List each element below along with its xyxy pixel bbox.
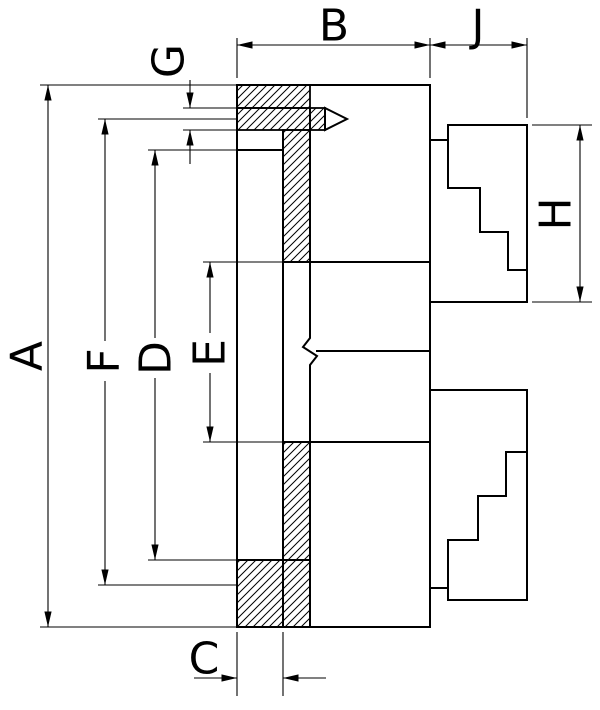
hatch-top-block [236, 84, 311, 109]
bottom-jaw-outline [430, 389, 528, 601]
ext-C [236, 632, 284, 696]
bottom-jaw-steps [447, 451, 527, 588]
label-backgrounds [86, 333, 228, 381]
label-bg-E [192, 333, 228, 373]
stud-tip [324, 106, 350, 132]
chuck-body [236, 84, 431, 628]
top-jaw-steps [447, 140, 527, 271]
label-C: C [189, 634, 220, 685]
ext-A [40, 84, 237, 628]
body-outer-rect [236, 84, 431, 628]
label-J: J [469, 1, 485, 52]
top-jaw [430, 124, 528, 303]
label-B: B [319, 1, 349, 52]
dimension-labels: A F D E G H B J C [2, 1, 582, 685]
bore-wall-line-with-break [301, 108, 319, 627]
ext-E [203, 261, 283, 443]
label-F: F [79, 348, 130, 373]
section-hatching [236, 84, 326, 628]
top-jaw-outline [430, 124, 528, 303]
label-E: E [185, 339, 236, 367]
label-bg-D [138, 338, 174, 378]
hatch-bottom-block [236, 559, 311, 628]
ext-F [98, 118, 237, 586]
bottom-jaw [430, 389, 528, 601]
label-D: D [131, 341, 182, 375]
label-H: H [531, 197, 582, 230]
label-A: A [2, 341, 53, 371]
hatch-upper-wall [282, 129, 311, 263]
hatch-lower-wall [282, 441, 311, 561]
hatch-mounting-stud [236, 107, 326, 131]
ext-D [148, 149, 237, 561]
label-G: G [144, 44, 195, 78]
label-bg-F [86, 341, 122, 381]
